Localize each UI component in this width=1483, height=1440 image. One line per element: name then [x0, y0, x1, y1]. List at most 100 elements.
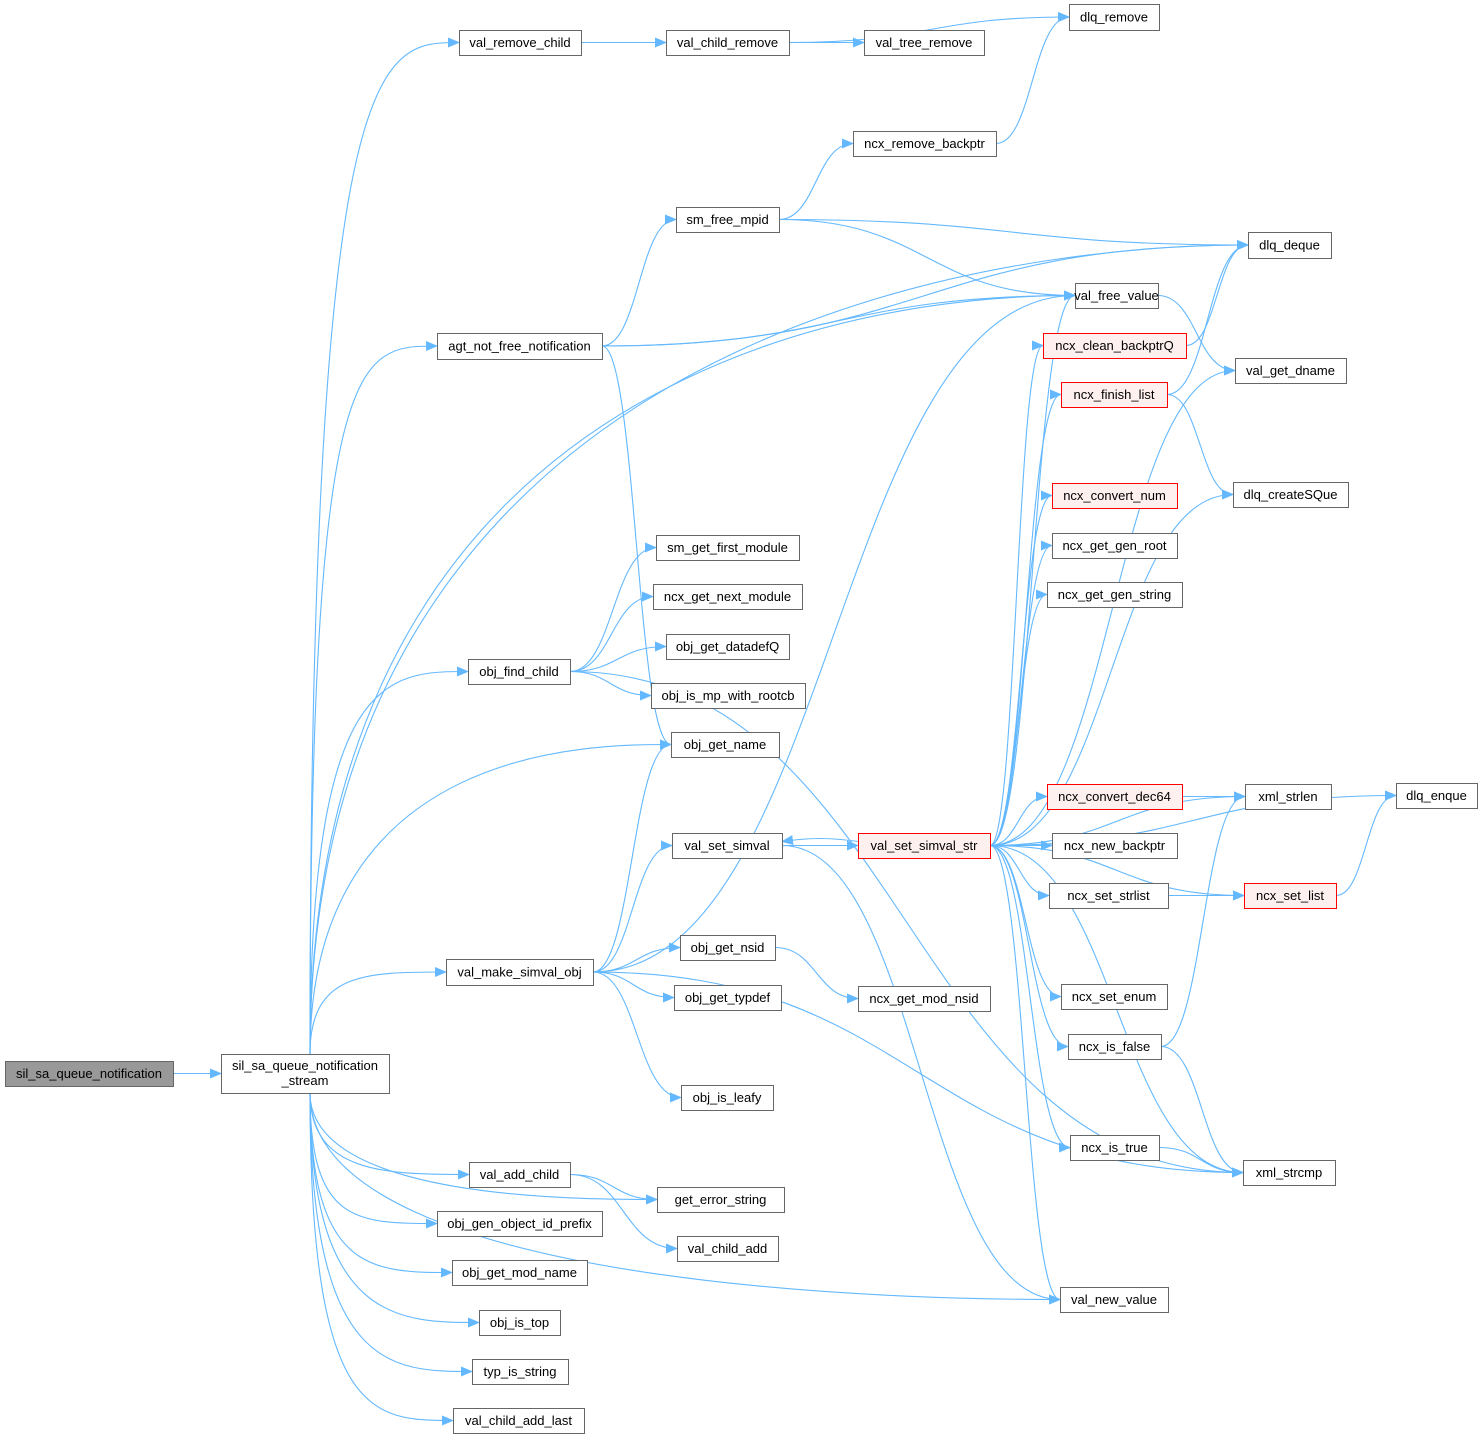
- node-get_error_string[interactable]: get_error_string: [657, 1187, 785, 1213]
- edge-obj_find_child-to-ncx_get_next_module: [569, 591, 654, 673]
- node-ncx_set_list[interactable]: ncx_set_list: [1244, 883, 1337, 909]
- edge-val_set_simval_str-to-ncx_set_list: [989, 844, 1245, 901]
- node-val_child_add[interactable]: val_child_add: [677, 1236, 779, 1262]
- node-label: obj_get_typdef: [685, 990, 771, 1005]
- node-val_child_add_last[interactable]: val_child_add_last: [453, 1408, 585, 1434]
- node-ncx_get_gen_root[interactable]: ncx_get_gen_root: [1052, 533, 1178, 559]
- edge-val_make_simval_obj-to-val_free_value: [592, 290, 1076, 973]
- node-label: val_make_simval_obj: [457, 965, 581, 980]
- node-obj_find_child[interactable]: obj_find_child: [468, 659, 571, 685]
- node-dlq_enque[interactable]: dlq_enque: [1396, 783, 1478, 809]
- node-ncx_remove_backptr[interactable]: ncx_remove_backptr: [853, 131, 997, 157]
- edge-val_set_simval_str-to-ncx_is_false: [989, 844, 1069, 1052]
- node-val_free_value[interactable]: val_free_value: [1074, 283, 1159, 309]
- node-box: [1069, 4, 1160, 31]
- node-obj_get_name[interactable]: obj_get_name: [671, 732, 780, 758]
- node-val_tree_remove[interactable]: val_tree_remove: [864, 30, 985, 56]
- node-ncx_convert_num[interactable]: ncx_convert_num: [1052, 483, 1178, 509]
- node-val_get_dname[interactable]: val_get_dname: [1235, 358, 1347, 384]
- node-stream[interactable]: sil_sa_queue_notification_stream: [221, 1054, 390, 1094]
- node-val_child_remove[interactable]: val_child_remove: [666, 30, 790, 56]
- node-label: obj_find_child: [479, 664, 559, 679]
- node-obj_gen_object_id_prefix[interactable]: obj_gen_object_id_prefix: [437, 1211, 603, 1237]
- node-box: [452, 1260, 588, 1286]
- node-obj_is_top[interactable]: obj_is_top: [479, 1310, 561, 1336]
- edge-sm_free_mpid-to-dlq_deque: [778, 218, 1249, 250]
- node-ncx_is_true[interactable]: ncx_is_true: [1070, 1135, 1160, 1161]
- node-xml_strcmp[interactable]: xml_strcmp: [1243, 1160, 1336, 1186]
- node-ncx_new_backptr[interactable]: ncx_new_backptr: [1052, 833, 1178, 859]
- node-label: ncx_get_gen_string: [1058, 587, 1171, 602]
- node-box: [657, 1187, 785, 1213]
- node-label: obj_get_datadefQ: [676, 639, 779, 654]
- node-label: obj_is_leafy: [693, 1090, 762, 1105]
- edge-val_child_remove-to-dlq_remove: [788, 12, 1070, 44]
- node-ncx_clean_backptrQ[interactable]: ncx_clean_backptrQ: [1043, 333, 1187, 359]
- node-val_make_simval_obj[interactable]: val_make_simval_obj: [446, 959, 594, 986]
- node-dlq_remove[interactable]: dlq_remove: [1069, 4, 1160, 31]
- node-obj_get_nsid[interactable]: obj_get_nsid: [680, 935, 776, 961]
- node-box: [1052, 533, 1178, 559]
- node-val_add_child[interactable]: val_add_child: [469, 1162, 571, 1188]
- node-label: ncx_clean_backptrQ: [1055, 338, 1174, 353]
- node-ncx_convert_dec64[interactable]: ncx_convert_dec64: [1047, 784, 1183, 810]
- node-label: val_get_dname: [1246, 363, 1335, 378]
- node-val_new_value[interactable]: val_new_value: [1060, 1287, 1169, 1313]
- node-xml_strlen[interactable]: xml_strlen: [1245, 784, 1332, 810]
- node-box: [5, 1061, 174, 1087]
- node-obj_is_leafy[interactable]: obj_is_leafy: [681, 1085, 774, 1111]
- node-label: ncx_new_backptr: [1064, 838, 1166, 853]
- node-box: [680, 935, 776, 961]
- node-ncx_get_next_module[interactable]: ncx_get_next_module: [653, 584, 803, 610]
- node-box: [1235, 358, 1347, 384]
- node-box: [459, 30, 582, 56]
- edge-val_set_simval_str-to-ncx_clean_backptrQ: [989, 340, 1044, 847]
- edge-stream-to-obj_is_top: [309, 1092, 480, 1328]
- node-ncx_set_enum[interactable]: ncx_set_enum: [1061, 984, 1168, 1010]
- node-ncx_get_mod_nsid[interactable]: ncx_get_mod_nsid: [858, 986, 991, 1012]
- node-obj_get_typdef[interactable]: obj_get_typdef: [674, 985, 782, 1011]
- edge-val_set_simval_str-to-dlq_createSQue: [989, 489, 1234, 847]
- node-label: sil_sa_queue_notification: [16, 1066, 162, 1081]
- node-sm_get_first_module[interactable]: sm_get_first_module: [656, 535, 800, 561]
- node-val_set_simval_str[interactable]: val_set_simval_str: [858, 833, 991, 859]
- edge-stream-to-get_error_string: [309, 1092, 658, 1205]
- node-agt_not_free_notification[interactable]: agt_not_free_notification: [437, 333, 603, 360]
- node-box: [1047, 784, 1183, 810]
- node-dlq_createSQue[interactable]: dlq_createSQue: [1233, 482, 1349, 508]
- node-ncx_set_strlist[interactable]: ncx_set_strlist: [1049, 883, 1169, 909]
- node-sm_free_mpid[interactable]: sm_free_mpid: [676, 207, 780, 233]
- node-ncx_is_false[interactable]: ncx_is_false: [1068, 1034, 1162, 1060]
- node-label: ncx_set_strlist: [1067, 888, 1150, 903]
- edge-val_set_simval_str-to-val_new_value: [989, 844, 1061, 1305]
- node-label: obj_get_mod_name: [462, 1265, 577, 1280]
- node-obj_is_mp_with_rootcb[interactable]: obj_is_mp_with_rootcb: [651, 683, 806, 709]
- edge-obj_find_child-to-obj_get_datadefQ: [569, 641, 667, 673]
- edge-stream-to-val_free_value: [309, 290, 1076, 1055]
- nodes: sil_sa_queue_notification sil_sa_queue_no…: [5, 4, 1478, 1434]
- node-label: xml_strcmp: [1256, 1165, 1322, 1180]
- node-label: obj_get_nsid: [691, 940, 765, 955]
- node-label: xml_strlen: [1258, 789, 1317, 804]
- edge-val_set_simval_str-to-val_set_simval: [781, 835, 859, 846]
- node-dlq_deque[interactable]: dlq_deque: [1248, 232, 1332, 259]
- node-label: sm_free_mpid: [686, 212, 768, 227]
- node-root[interactable]: sil_sa_queue_notification: [5, 1061, 174, 1087]
- edge-agt_not_free_notification-to-sm_free_mpid: [601, 214, 677, 347]
- edge-val_make_simval_obj-to-val_set_simval: [592, 840, 673, 973]
- node-val_set_simval[interactable]: val_set_simval: [672, 833, 783, 859]
- node-obj_get_mod_name[interactable]: obj_get_mod_name: [452, 1260, 588, 1286]
- node-obj_get_datadefQ[interactable]: obj_get_datadefQ: [666, 634, 790, 660]
- node-box: [653, 584, 803, 610]
- edge-agt_not_free_notification-to-val_free_value: [601, 290, 1076, 347]
- node-label: val_child_add: [688, 1241, 768, 1256]
- edge-sm_free_mpid-to-ncx_remove_backptr: [778, 138, 854, 221]
- node-ncx_get_gen_string[interactable]: ncx_get_gen_string: [1047, 582, 1183, 608]
- node-box: [1243, 1160, 1336, 1186]
- node-ncx_finish_list[interactable]: ncx_finish_list: [1061, 382, 1168, 408]
- node-box: [437, 1211, 603, 1237]
- node-label: ncx_is_false: [1079, 1039, 1151, 1054]
- node-typ_is_string[interactable]: typ_is_string: [472, 1359, 569, 1385]
- node-val_remove_child[interactable]: val_remove_child: [459, 30, 582, 56]
- node-label: val_free_value: [1074, 288, 1159, 303]
